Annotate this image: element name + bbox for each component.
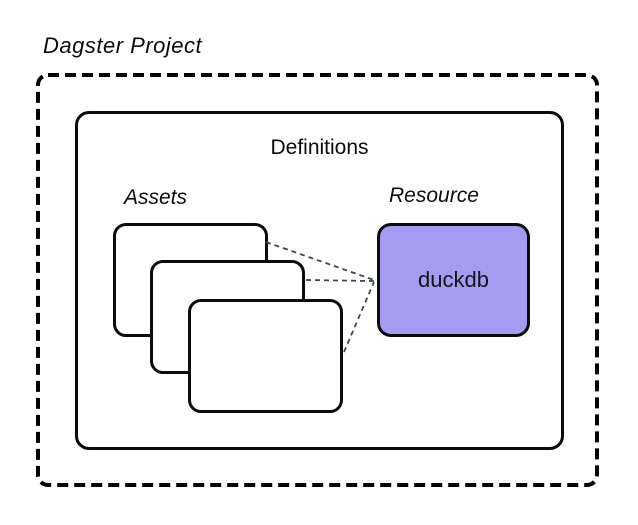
assets-label: Assets [124, 186, 188, 209]
resource-label: Resource [389, 184, 479, 207]
definitions-label: Definitions [270, 136, 369, 159]
diagram-title: Dagster Project [43, 33, 203, 58]
asset-card [188, 299, 343, 413]
resource-box-label: duckdb [418, 267, 489, 292]
resource-box-duckdb: duckdb [377, 223, 530, 337]
